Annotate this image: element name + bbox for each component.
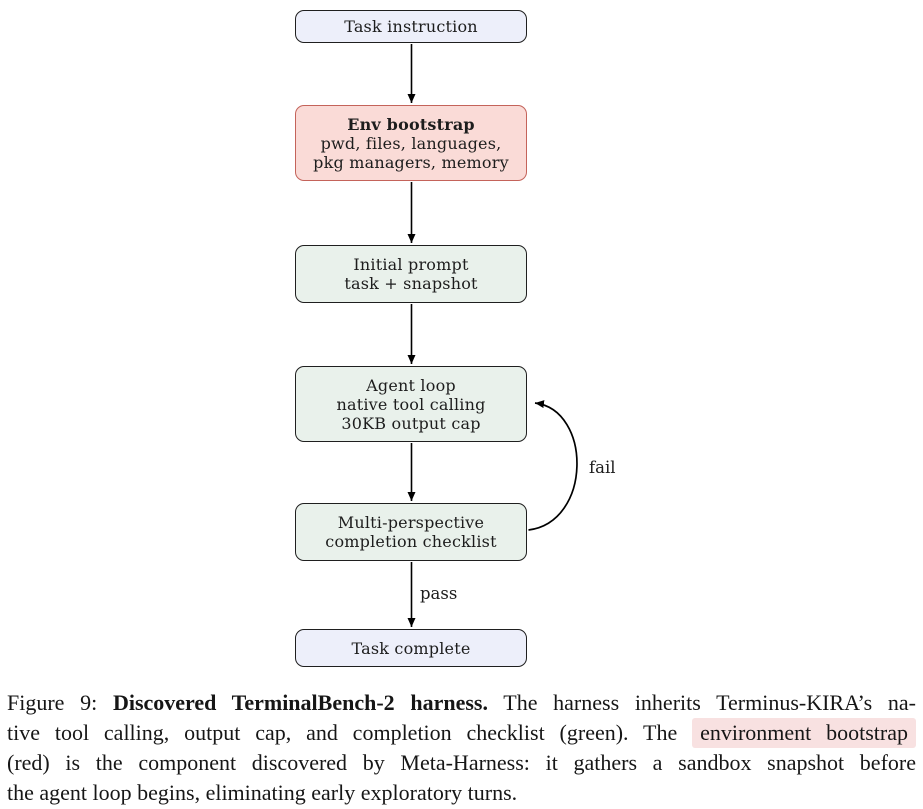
caption-highlight-env-bootstrap: environment bootstrap bbox=[692, 718, 916, 748]
caption-line-1: Figure 9: Discovered TerminalBench-2 har… bbox=[7, 688, 916, 718]
node-line: completion checklist bbox=[325, 532, 497, 551]
caption-segment: (red) is the component discovered by Met… bbox=[7, 750, 916, 775]
node-line: native tool calling bbox=[336, 394, 486, 414]
node-line: 30KB output cap bbox=[341, 413, 481, 433]
caption-segment: tive tool calling, output cap, and compl… bbox=[7, 720, 693, 745]
node-agent-loop: Agent loop native tool calling 30KB outp… bbox=[295, 366, 527, 442]
node-title-line: Env bootstrap bbox=[347, 114, 475, 134]
caption-line-4: the agent loop begins, eliminating early… bbox=[7, 778, 916, 808]
flowchart: Task instruction Env bootstrap pwd, file… bbox=[295, 10, 616, 667]
node-line: pkg managers, memory bbox=[313, 152, 509, 172]
caption-bold-title: Discovered TerminalBench-2 harness. bbox=[112, 690, 488, 715]
node-line: Multi-perspective bbox=[337, 513, 485, 532]
flow-arrows-layer bbox=[407, 44, 578, 627]
node-completion-checklist: Multi-perspective completion checklist bbox=[295, 503, 527, 561]
caption-line-3: (red) is the component discovered by Met… bbox=[7, 748, 916, 778]
node-line: task + snapshot bbox=[344, 274, 478, 293]
node-line: Agent loop bbox=[366, 375, 456, 395]
node-task-complete: Task complete bbox=[295, 629, 527, 667]
node-initial-prompt: Initial prompt task + snapshot bbox=[295, 245, 527, 303]
node-line: Task complete bbox=[351, 638, 471, 658]
caption-line-2: tive tool calling, output cap, and compl… bbox=[7, 718, 916, 748]
pass-label: pass bbox=[420, 584, 458, 603]
caption-segment: the agent loop begins, eliminating early… bbox=[7, 780, 518, 805]
node-env-bootstrap: Env bootstrap pwd, files, languages, pkg… bbox=[295, 105, 527, 181]
caption-segment: The harness inherits Terminus-KIRA’s na- bbox=[487, 690, 916, 715]
node-line: Initial prompt bbox=[353, 255, 469, 274]
figure-caption: Figure 9: Discovered TerminalBench-2 har… bbox=[7, 688, 916, 808]
node-line: Task instruction bbox=[344, 17, 478, 36]
caption-figure-label: Figure 9: bbox=[7, 690, 113, 715]
node-line: pwd, files, languages, bbox=[320, 133, 502, 153]
node-task-instruction: Task instruction bbox=[295, 10, 527, 43]
fail-loop-arrow bbox=[528, 400, 578, 531]
fail-label: fail bbox=[589, 458, 616, 477]
